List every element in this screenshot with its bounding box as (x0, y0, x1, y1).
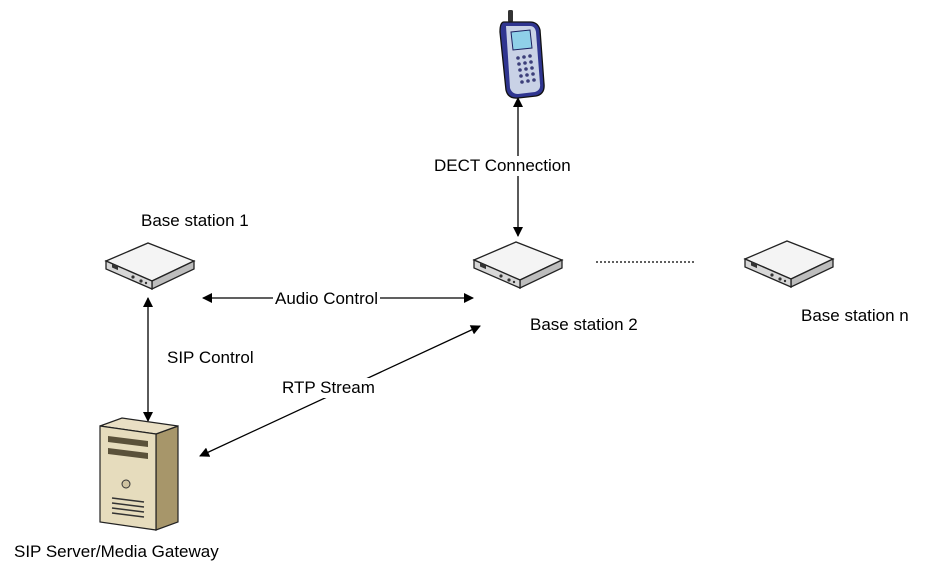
rtp-stream-label: RTP Stream (280, 378, 377, 398)
server-tower-icon (99, 417, 179, 531)
base-station-n-label: Base station n (801, 306, 909, 325)
base-station-icon (105, 242, 195, 290)
base-station-icon (473, 241, 563, 289)
connections (143, 97, 694, 457)
audio-control-label: Audio Control (273, 289, 381, 309)
base-station-icon (744, 240, 834, 288)
mobile-phone-icon (499, 10, 545, 99)
server-label: SIP Server/Media Gateway (14, 542, 219, 561)
sip-control-label: SIP Control (167, 348, 254, 367)
dect-connection-label: DECT Connection (432, 156, 573, 176)
base-station-1-label: Base station 1 (141, 211, 249, 230)
base-station-2-label: Base station 2 (530, 315, 638, 334)
